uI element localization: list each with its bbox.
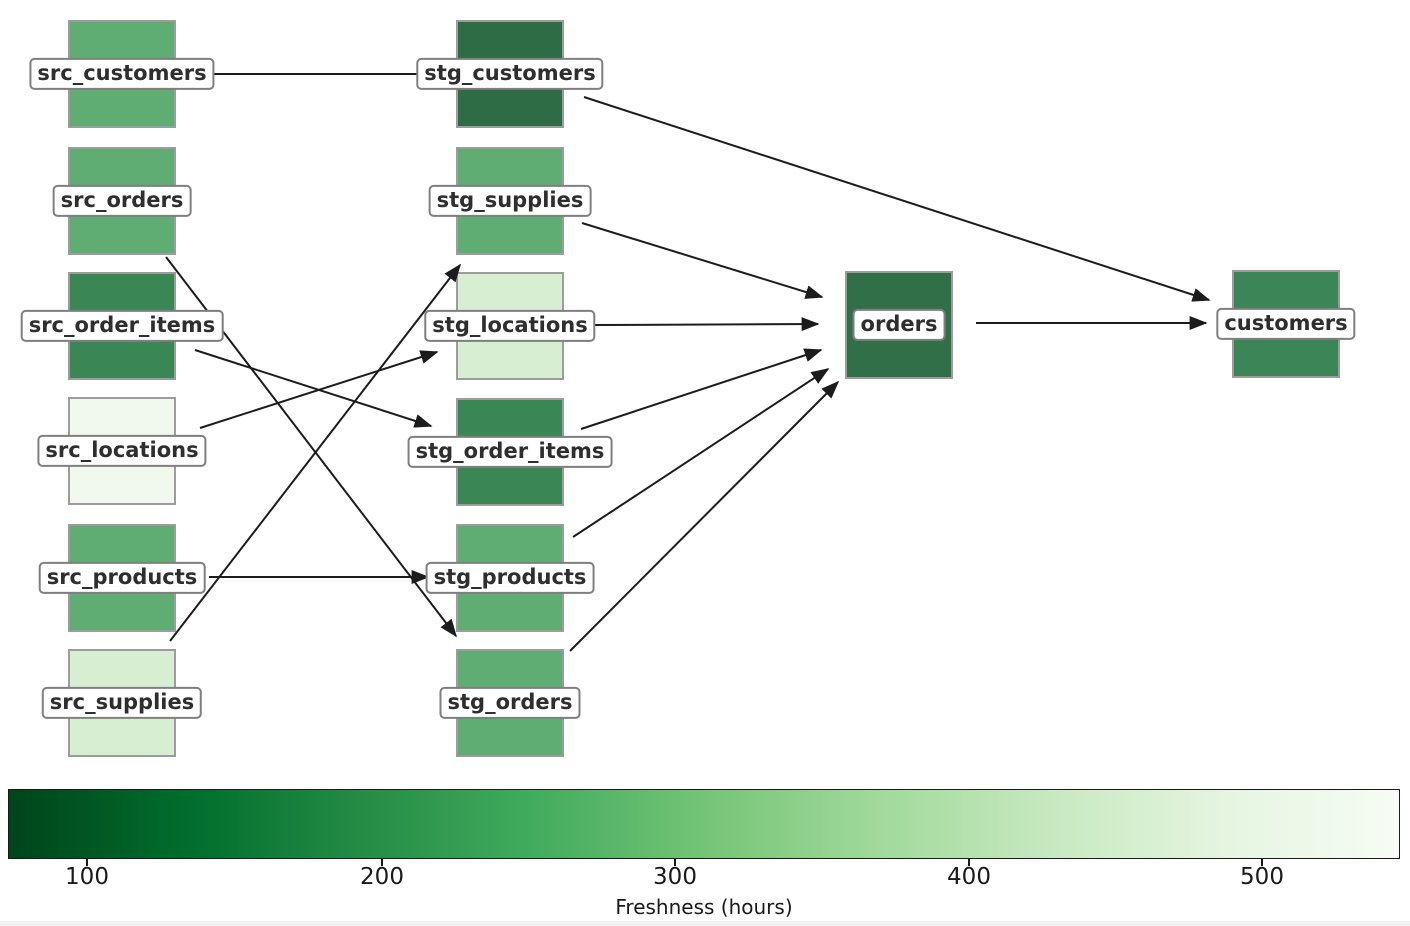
node-label-customers: customers [1216, 307, 1356, 341]
edge-stg_order_items-to-orders [580, 348, 823, 430]
node-label-stg_products: stg_products [425, 561, 595, 595]
edge-src_supplies-to-stg_supplies [169, 263, 461, 642]
edge-stg_customers-to-customers [583, 96, 1211, 302]
node-label-stg_customers: stg_customers [416, 57, 604, 91]
edge-src_locations-to-stg_locations [199, 350, 439, 429]
colorbar-tick-label-500: 500 [1240, 864, 1284, 890]
node-label-stg_supplies: stg_supplies [428, 184, 592, 218]
colorbar-axis-label: Freshness (hours) [615, 895, 793, 919]
node-label-src_order_items: src_order_items [20, 309, 224, 343]
node-label-stg_orders: stg_orders [439, 686, 581, 720]
colorbar-tick-label-100: 100 [65, 864, 109, 890]
node-label-src_products: src_products [38, 561, 206, 595]
colorbar-gradient [8, 789, 1400, 859]
colorbar-tick-500 [1261, 859, 1263, 866]
node-label-orders: orders [852, 308, 946, 342]
node-label-src_locations: src_locations [37, 434, 207, 468]
node-label-stg_locations: stg_locations [424, 309, 596, 343]
edge-stg_locations-to-orders [594, 317, 820, 332]
edge-stg_products-to-orders [572, 368, 830, 538]
colorbar-tick-label-200: 200 [360, 864, 404, 890]
colorbar-tick-400 [968, 859, 970, 866]
bottom-edge-strip [0, 921, 1410, 926]
node-label-src_supplies: src_supplies [41, 686, 203, 720]
colorbar-tick-100 [86, 859, 88, 866]
node-label-stg_order_items: stg_order_items [407, 435, 613, 469]
colorbar-tick-200 [381, 859, 383, 866]
edge-src_order_items-to-stg_order_items [194, 349, 433, 428]
node-label-src_customers: src_customers [29, 57, 215, 91]
edge-stg_orders-to-orders [569, 380, 840, 652]
node-label-src_orders: src_orders [52, 184, 192, 218]
colorbar-tick-label-300: 300 [653, 864, 697, 890]
colorbar-tick-label-400: 400 [947, 864, 991, 890]
edge-stg_supplies-to-orders [581, 222, 824, 299]
colorbar-tick-300 [674, 859, 676, 866]
